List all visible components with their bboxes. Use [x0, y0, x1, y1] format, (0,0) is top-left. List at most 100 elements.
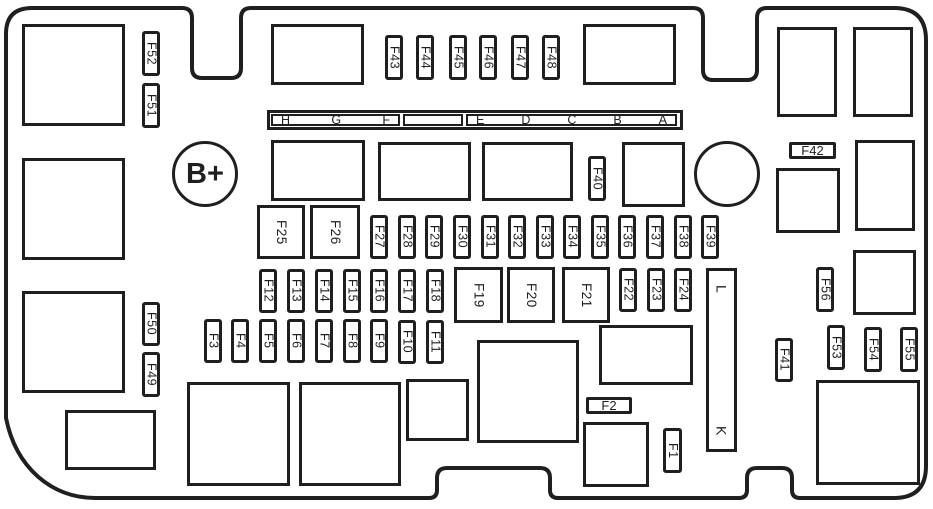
fuse-f46: F46	[479, 35, 497, 80]
fuse-f22: F22	[619, 268, 637, 312]
fuse-f8: F8	[343, 319, 361, 363]
fuse-f45: F45	[449, 35, 467, 80]
fuse-f19: F19	[454, 267, 503, 323]
connector-letter-f: F	[382, 112, 390, 127]
fuse-f32: F32	[508, 215, 526, 259]
fuse-f29: F29	[425, 215, 443, 259]
fuse-label: F23	[649, 278, 664, 302]
relay-box-bottom-3	[406, 379, 469, 441]
fuse-label: F11	[428, 330, 443, 354]
fuse-f11: F11	[426, 320, 444, 364]
fuse-f51: F51	[142, 83, 160, 128]
fuse-label: F26	[327, 219, 343, 245]
fuse-f23: F23	[647, 268, 665, 312]
fuse-label: F43	[387, 45, 402, 70]
fuse-f12: F12	[259, 269, 277, 313]
fuse-label: F53	[829, 335, 844, 360]
fuse-f6: F6	[287, 319, 305, 363]
fuse-label: F8	[345, 333, 360, 349]
fuse-f17: F17	[398, 269, 416, 313]
relay-box-top-right-center	[583, 24, 676, 85]
fuse-label: F24	[676, 278, 691, 302]
fuse-f37: F37	[646, 215, 664, 259]
fuse-label: F9	[372, 333, 387, 349]
relay-box-mid-row-2	[378, 142, 471, 201]
relay-box-left-lower	[65, 410, 156, 470]
fuse-label: F42	[801, 143, 824, 158]
relay-box-bottom-1	[187, 382, 290, 486]
fuse-f38: F38	[674, 215, 692, 259]
fuse-f24: F24	[674, 268, 692, 312]
fuse-f35: F35	[591, 215, 609, 259]
fuse-label: F33	[538, 225, 553, 249]
fuse-f28: F28	[398, 215, 416, 259]
relay-box-top-far-right-2	[853, 27, 913, 117]
fuse-f4: F4	[231, 319, 249, 363]
fuse-f14: F14	[315, 269, 333, 313]
relay-box-bottom-5	[583, 422, 649, 487]
connector-strip-segment-2	[403, 114, 463, 126]
fuse-label: F6	[289, 333, 304, 349]
fuse-f21: F21	[562, 267, 610, 323]
fuse-label: F50	[144, 312, 159, 336]
fuse-label: F56	[818, 277, 833, 302]
fuse-label: F44	[418, 45, 433, 70]
fuse-label: F46	[481, 45, 496, 70]
fuse-f43: F43	[385, 35, 403, 80]
connector-letter-b: B	[613, 112, 622, 127]
connector-letter-c: C	[567, 112, 577, 127]
fuse-f39: F39	[701, 215, 719, 259]
fuse-label: F48	[544, 45, 559, 70]
fuse-label: F38	[676, 225, 691, 249]
fuse-label: F16	[372, 279, 387, 303]
fuse-label: F35	[593, 225, 608, 249]
relay-box-left-bottom	[22, 291, 125, 393]
fuse-f20: F20	[507, 267, 555, 323]
fuse-label: F7	[317, 333, 332, 349]
fuse-f16: F16	[370, 269, 388, 313]
fuse-label: F1	[665, 442, 680, 459]
relay-box-bottom-right	[816, 380, 920, 485]
fuse-f33: F33	[536, 215, 554, 259]
fuse-label: F31	[483, 225, 498, 249]
fuse-label: F52	[144, 41, 159, 66]
fuse-label: F30	[455, 225, 470, 249]
fuse-label: F54	[866, 337, 881, 362]
connector-letter-d: D	[521, 112, 531, 127]
fuse-f52: F52	[142, 31, 160, 76]
fuse-label: F37	[648, 225, 663, 249]
fuse-label: F5	[261, 333, 276, 349]
fuse-label: F27	[372, 225, 387, 249]
fuse-f13: F13	[287, 269, 305, 313]
fuse-f7: F7	[315, 319, 333, 363]
connector-letter-g: G	[331, 112, 342, 127]
fuse-f31: F31	[481, 215, 499, 259]
relay-box-bottom-2	[299, 382, 401, 486]
fuse-label: F25	[273, 219, 289, 245]
fuse-f3: F3	[204, 319, 222, 363]
fuse-label: F21	[578, 282, 594, 308]
fuse-f53: F53	[827, 325, 845, 370]
fuse-label: F34	[565, 225, 580, 249]
fuse-label: F4	[233, 333, 248, 349]
fuse-label: F19	[471, 282, 487, 308]
fuse-label: F3	[206, 333, 221, 349]
relay-box-center-right	[599, 325, 693, 385]
fuse-f9: F9	[370, 319, 388, 363]
fuse-f40: F40	[588, 156, 606, 201]
fuse-label: F17	[400, 279, 415, 303]
relay-box-mid-right	[622, 142, 685, 207]
fuse-f25: F25	[257, 205, 305, 259]
connector-letter-l: L	[713, 285, 730, 293]
relay-box-below-f42	[776, 168, 840, 233]
fuse-label: F36	[620, 225, 635, 249]
connector-letter-h: H	[281, 112, 291, 127]
fuse-label: F45	[451, 45, 466, 70]
fuse-label: F39	[703, 225, 718, 249]
fuse-f18: F18	[426, 269, 444, 313]
fuse-f1: F1	[663, 428, 682, 473]
